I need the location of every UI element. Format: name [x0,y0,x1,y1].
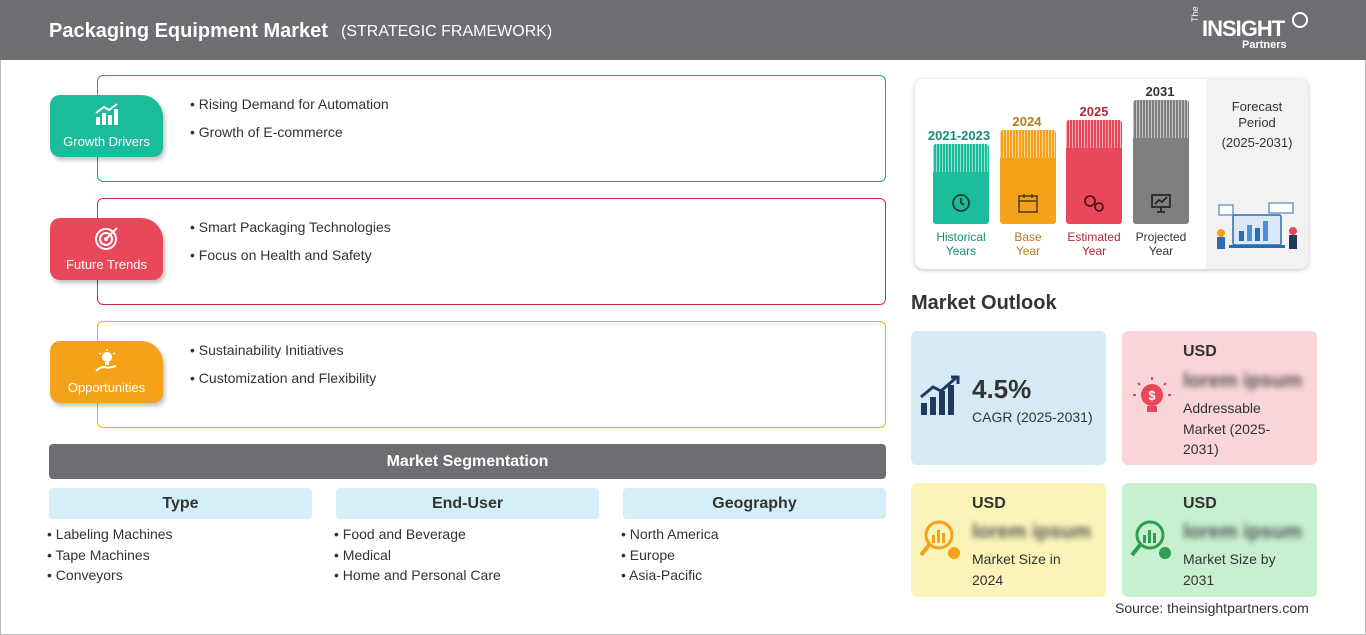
forecast-period-label: Forecast Period (2025-2031) [1221,99,1293,150]
magnifier-chart-icon [919,520,960,559]
growth-chart-icon [920,375,960,415]
segment-end-user-list: Food and Beverage Medical Home and Perso… [334,524,501,586]
size-2031-value-blurred: lorem ipsum [1183,521,1302,543]
list-item: Labeling Machines [47,524,173,545]
timeline-caption-base: Base Year [1014,230,1042,258]
logo-circle-icon [1292,12,1308,28]
opportunities-tag: Opportunities [50,341,163,403]
page-subtitle: (STRATEGIC FRAMEWORK) [341,23,553,40]
dollar-lightbulb-icon: $ [1133,377,1171,412]
calendar-icon [1018,194,1038,213]
cagr-label: CAGR (2025-2031) [972,409,1093,425]
header-bar: Packaging Equipment Market (STRATEGIC FR… [0,0,1366,60]
timeline-year-estimated: 2025 [1079,104,1109,119]
segment-type-list: Labeling Machines Tape Machines Conveyor… [47,524,173,586]
size-2031-description: Market Size by 2031 [1183,551,1276,588]
growth-chart-icon [95,103,118,125]
size-2031-usd-label: USD [1183,495,1217,512]
cagr-value: 4.5% [972,374,1032,404]
svg-text:$: $ [1148,388,1156,403]
addressable-market-card: USD lorem ipsum $ Addressable Market (20… [1122,331,1317,465]
target-icon [95,227,118,250]
timeline-bar-base [1000,130,1056,224]
list-item: Focus on Health and Safety [190,241,391,269]
timeline-year-base: 2024 [1012,114,1042,129]
timeline-caption-projected: Projected Year [1135,230,1187,258]
market-segmentation-header: Market Segmentation [49,444,886,479]
future-trends-label: Future Trends [66,257,147,272]
timeline-year-projected: 2031 [1145,84,1175,99]
list-item: Tape Machines [47,545,173,566]
estimate-gears-icon [1084,195,1104,212]
analytics-illustration-icon [1217,202,1297,249]
logo-the-text: The [1190,6,1200,22]
timeline-year-historical: 2021-2023 [927,128,991,143]
list-item: Conveyors [47,565,173,586]
page-title: Packaging Equipment Market [49,20,328,42]
source-credit: Source: theinsightpartners.com [1115,600,1309,616]
timeline-panel: 2021-2023 Historical Years 2024 Base Yea… [915,79,1308,269]
timeline-bar-historical [933,144,989,224]
list-item: Growth of E-commerce [190,118,389,146]
opportunities-label: Opportunities [67,380,146,395]
segment-type-heading: Type [49,488,312,519]
presentation-board-icon [1151,194,1171,213]
growth-drivers-list: Rising Demand for Automation Growth of E… [190,90,389,146]
timeline-caption-estimated: Estimated Year [1067,230,1121,258]
segment-end-user-heading: End-User [336,488,599,519]
addressable-description: Addressable Market (2025- 2031) [1183,400,1271,457]
logo-insight-text: INSIGHT [1202,16,1285,41]
list-item: Home and Personal Care [334,565,501,586]
cagr-card: 4.5% CAGR (2025-2031) [911,331,1106,465]
timeline-bar-estimated [1066,120,1122,224]
market-size-2024-card: USD lorem ipsum Market Size in 2024 [911,483,1106,597]
size-2024-value-blurred: lorem ipsum [972,521,1091,543]
opportunities-list: Sustainability Initiatives Customization… [190,336,376,392]
timeline-bar-projected [1133,100,1189,224]
list-item: Europe [621,545,719,566]
size-2024-description: Market Size in 2024 [972,551,1061,588]
growth-drivers-tag: Growth Drivers [50,95,163,157]
list-item: Customization and Flexibility [190,364,376,392]
future-trends-tag: Future Trends [50,218,163,280]
lightbulb-hand-icon [95,349,117,372]
future-trends-list: Smart Packaging Technologies Focus on He… [190,213,391,269]
list-item: Asia-Pacific [621,565,719,586]
growth-drivers-label: Growth Drivers [63,134,150,149]
list-item: Rising Demand for Automation [190,90,389,118]
magnifier-chart-icon [1130,520,1171,559]
timeline-caption-historical: Historical Years [936,230,986,258]
segment-geography-heading: Geography [623,488,886,519]
list-item: Food and Beverage [334,524,501,545]
logo-partners-text: Partners [1242,39,1287,51]
history-clock-icon [952,194,970,212]
market-outlook-title: Market Outlook [911,292,1057,314]
addressable-usd-label: USD [1183,343,1217,360]
list-item: Smart Packaging Technologies [190,213,391,241]
addressable-value-blurred: lorem ipsum [1183,370,1302,392]
list-item: Sustainability Initiatives [190,336,376,364]
insight-partners-logo[interactable]: The INSIGHT Partners [1190,6,1310,54]
list-item: Medical [334,545,501,566]
size-2024-usd-label: USD [972,495,1006,512]
market-size-2031-card: USD lorem ipsum Market Size by 2031 [1122,483,1317,597]
list-item: North America [621,524,719,545]
segment-geography-list: North America Europe Asia-Pacific [621,524,719,586]
